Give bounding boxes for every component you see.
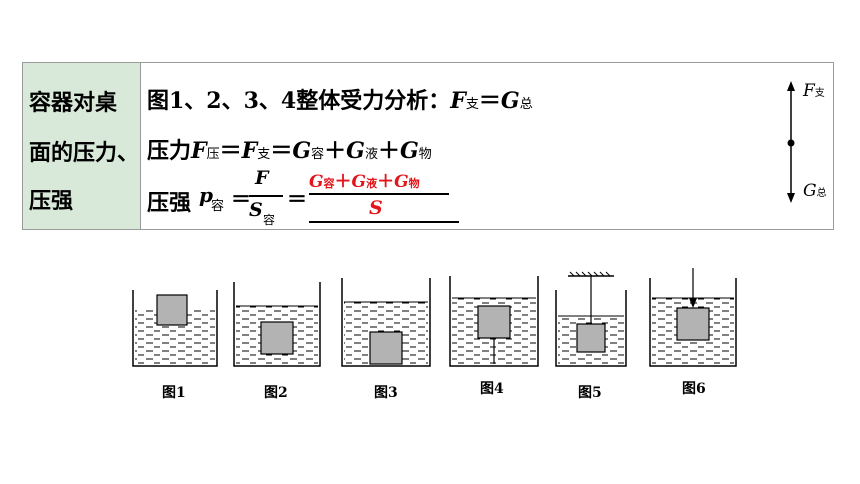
arrow-up-icon: [787, 81, 795, 91]
frac2-sub2: 液: [366, 177, 378, 190]
arrow-down-icon: [787, 193, 795, 203]
frac1-denominator-sub: 容: [263, 213, 276, 227]
line2-F: F: [191, 138, 207, 164]
frac1-numerator: F: [255, 167, 269, 189]
frac1-denominator: S: [249, 199, 263, 221]
force-diagram: F支 G总: [781, 77, 860, 227]
frac2-bar: [309, 193, 449, 195]
line3-prefix: 压强: [147, 190, 192, 216]
force-bottom-sub: 总: [816, 188, 827, 199]
figure-5-container: [555, 271, 627, 367]
figure-5-caption: 图5: [578, 385, 602, 401]
figure-1-container: [132, 290, 218, 367]
line2-eq2: ＝: [270, 138, 293, 164]
row-label-line-1: 容器对桌: [29, 91, 118, 116]
figure-6-caption: 图6: [682, 381, 706, 397]
row-label-cell: 容器对桌 面的压力、 压强: [23, 63, 141, 229]
line3-eq1: ＝: [231, 187, 251, 211]
force-bottom-label: G总: [803, 181, 827, 201]
frac2-sub1: 容: [323, 177, 335, 190]
line2-sub-zhi: 支: [257, 147, 271, 162]
overall-force-analysis: 图1、2、3、4整体受力分析：F支＝G总: [147, 83, 533, 115]
figure-6-container: [649, 268, 737, 367]
force-arrows-svg: [787, 81, 795, 203]
line2-sub-ye: 液: [364, 147, 378, 162]
info-table: 容器对桌 面的压力、 压强 图1、2、3、4整体受力分析：F支＝G总 压力F压＝…: [22, 62, 834, 230]
frac2-sub3: 物: [408, 177, 420, 190]
figure-1-caption: 图1: [162, 385, 186, 401]
row-label-line-3: 压强: [29, 189, 74, 214]
line3-sub-rong: 容: [211, 199, 225, 214]
line1-sub-zhi: 支: [465, 97, 479, 112]
line2-prefix: 压力: [147, 138, 192, 164]
line3-eq2: ＝: [287, 187, 307, 211]
figure-4-container: [449, 276, 539, 367]
figures-row: 图1 图2 图3 图4 图5 图6: [0, 260, 860, 410]
figure-3-caption: 图3: [374, 385, 398, 401]
figure-2-caption: 图2: [264, 385, 288, 401]
line2-sub-wu: 物: [418, 147, 432, 162]
line2-G2: G: [346, 138, 365, 164]
line2-F2: F: [241, 138, 258, 164]
row-label-line-2: 面的压力、: [29, 141, 140, 166]
force-top-sub: 支: [814, 88, 825, 99]
line1-sub-zong: 总: [519, 97, 533, 112]
containers-svg: [132, 268, 737, 367]
line2-plus1: ＋: [324, 138, 347, 164]
figure-2-container: [233, 282, 321, 367]
force-bottom-letter: G: [803, 181, 817, 201]
force-point: [787, 139, 795, 147]
frac2-numerator: G容＋G液＋G物: [309, 167, 420, 192]
line2-G3: G: [399, 138, 419, 164]
line1-eq: ＝: [478, 88, 501, 114]
frac2-G2: G: [351, 172, 367, 192]
line2-plus2: ＋: [377, 138, 400, 164]
frac2-G3: G: [394, 172, 409, 192]
line2-eq1: ＝: [219, 138, 242, 164]
line2-sub-ya: 压: [206, 147, 220, 162]
line2-G1: G: [292, 138, 312, 164]
frac1-bar: [249, 195, 283, 197]
force-top-label: F支: [803, 81, 825, 101]
line1-prefix: 图1、2、3、4整体受力分析：: [147, 88, 451, 114]
frac2-denominator: S: [369, 197, 383, 219]
frac2-plus2: ＋: [377, 172, 395, 192]
line1-F: F: [450, 88, 466, 114]
frac2-plus1: ＋: [334, 172, 352, 192]
figure-3-container: [341, 278, 431, 367]
line2-sub-rong: 容: [311, 147, 325, 162]
line3-p: p: [199, 183, 213, 207]
pressure-force-formula: 压力F压＝F支＝G容＋G液＋G物: [147, 133, 432, 165]
frac2-G1: G: [309, 172, 324, 192]
frac2-underline: [309, 221, 459, 223]
line1-G: G: [500, 88, 520, 114]
force-top-letter: F: [803, 81, 815, 101]
figure-4-caption: 图4: [480, 381, 504, 397]
content-cell: 图1、2、3、4整体受力分析：F支＝G总 压力F压＝F支＝G容＋G液＋G物 压强…: [141, 63, 833, 229]
